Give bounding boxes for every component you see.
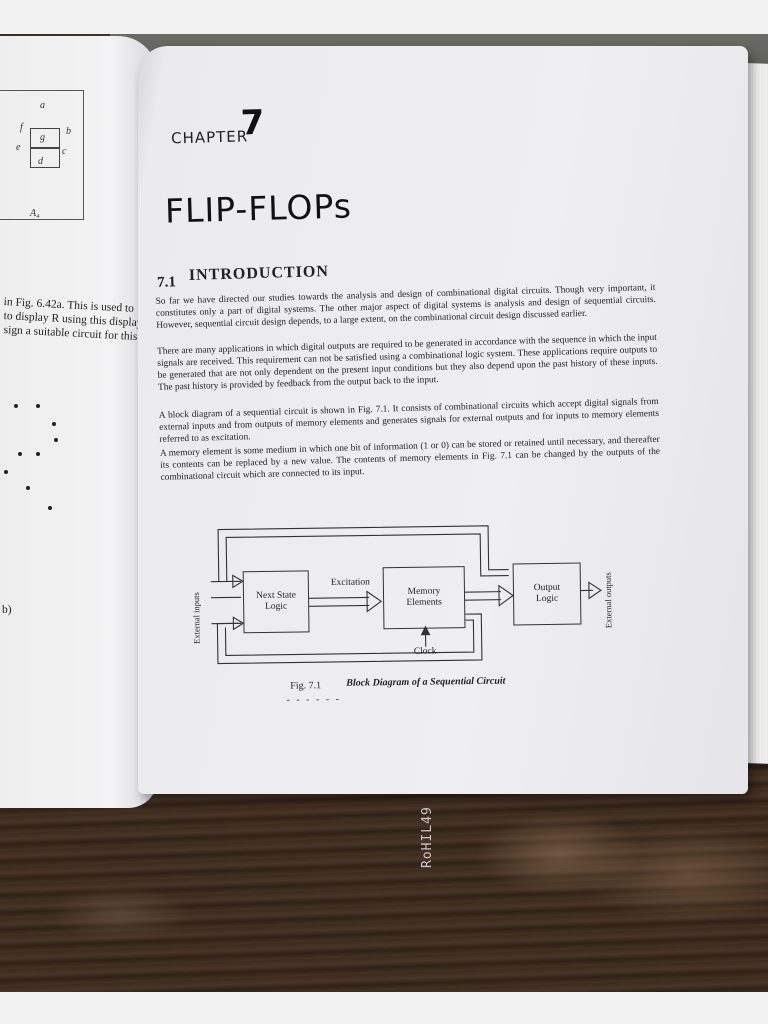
- top-margin: [0, 0, 768, 34]
- left-marker: b): [2, 604, 12, 616]
- paragraph-1: So far we have directed our studies towa…: [155, 282, 656, 331]
- dot: [4, 470, 8, 474]
- dot: [26, 486, 30, 490]
- memory-elements-block: Memory Elements: [382, 566, 466, 630]
- dot: [36, 404, 40, 408]
- chapter-number: 7: [240, 102, 265, 144]
- seg-label-b: b: [66, 126, 71, 137]
- dot: [36, 452, 40, 456]
- dot: [18, 452, 22, 456]
- segment-upper: [30, 128, 60, 148]
- seg-label-e: e: [16, 142, 21, 153]
- diagram-wires: [210, 525, 602, 665]
- bottom-margin: [0, 992, 768, 1024]
- clock-label: Clock: [413, 646, 437, 657]
- dot: [54, 438, 58, 442]
- dot: [52, 422, 56, 426]
- seg-label-d: d: [38, 156, 43, 167]
- section-number: 7.1: [156, 274, 177, 291]
- figure-caption: Block Diagram of a Sequential Circuit: [346, 675, 506, 689]
- next-state-logic-block: Next State Logic: [242, 570, 310, 634]
- paragraph-2: There are many applications in which dig…: [156, 332, 658, 393]
- pencil-underline: - - - - - -: [286, 693, 342, 706]
- external-outputs-label: External outputs: [602, 572, 614, 629]
- section-title: INTRODUCTION: [188, 263, 330, 284]
- left-page: a f g b e c d A₄ in Fig. 6.42a. This is …: [0, 36, 158, 808]
- seg-label-a: a: [40, 100, 45, 111]
- table-stamp: RoHIL49: [420, 806, 435, 868]
- seven-segment-figure: [0, 90, 84, 220]
- dot: [48, 506, 52, 510]
- output-logic-label: Output Logic: [533, 582, 561, 605]
- excitation-label: Excitation: [330, 577, 370, 589]
- right-page: [138, 46, 748, 794]
- block-diagram: Next State Logic Memory Elements Output …: [188, 518, 630, 706]
- next-state-logic-label: Next State Logic: [256, 590, 297, 612]
- figure-number: Fig. 7.1: [290, 680, 322, 692]
- segment-lower: [30, 148, 60, 168]
- seg-label-g: g: [40, 132, 45, 143]
- seg-label-c: c: [62, 146, 67, 157]
- dot: [14, 404, 18, 408]
- pin-label: A₄: [30, 208, 40, 219]
- external-inputs-label: External inputs: [190, 592, 202, 644]
- output-logic-block: Output Logic: [512, 562, 582, 626]
- seg-label-f: f: [20, 122, 23, 133]
- chapter-word: CHAPTER: [170, 127, 249, 148]
- memory-elements-label: Memory Elements: [406, 586, 442, 608]
- chapter-title: FLIP-FLOPs: [164, 186, 353, 231]
